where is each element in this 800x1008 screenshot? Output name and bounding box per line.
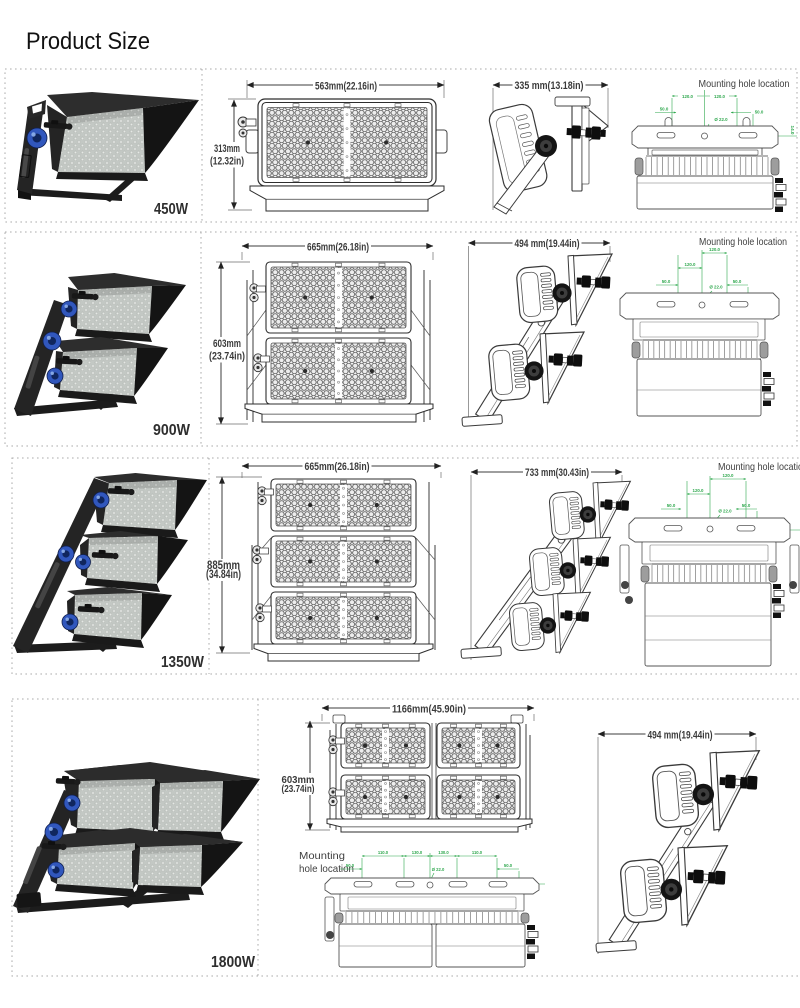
svg-text:1350W: 1350W (161, 654, 205, 671)
svg-text:Mounting: Mounting (299, 850, 345, 862)
svg-text:(23.74in): (23.74in) (209, 351, 245, 363)
svg-text:110.0: 110.0 (378, 850, 389, 855)
svg-text:120.0: 120.0 (693, 488, 705, 493)
svg-text:120.0: 120.0 (714, 94, 726, 99)
svg-text:50.0: 50.0 (662, 279, 671, 284)
svg-text:Ø 22.0: Ø 22.0 (718, 509, 732, 514)
svg-text:(34.84in): (34.84in) (206, 569, 241, 581)
svg-text:Ø 22.0: Ø 22.0 (709, 285, 723, 290)
svg-text:50.0: 50.0 (504, 863, 513, 868)
svg-text:120.0: 120.0 (685, 262, 697, 267)
svg-text:885mm: 885mm (207, 560, 240, 572)
svg-text:Mounting hole location: Mounting hole location (699, 78, 790, 90)
svg-text:50.0: 50.0 (346, 863, 355, 868)
svg-text:50.0: 50.0 (667, 503, 676, 508)
svg-text:120.0: 120.0 (723, 473, 735, 478)
svg-text:733 mm(30.43in): 733 mm(30.43in) (525, 467, 589, 479)
svg-text:665mm(26.18in): 665mm(26.18in) (305, 461, 370, 473)
svg-text:494 mm(19.44in): 494 mm(19.44in) (515, 238, 580, 250)
svg-text:110.0: 110.0 (472, 850, 483, 855)
svg-text:120.0: 120.0 (709, 247, 721, 252)
svg-text:Ø 22.0: Ø 22.0 (432, 867, 445, 872)
svg-text:Mounting hole location: Mounting hole location (718, 461, 800, 473)
svg-text:hole location: hole location (299, 863, 354, 875)
svg-text:313mm: 313mm (214, 143, 240, 155)
svg-text:50.0: 50.0 (660, 107, 669, 112)
svg-text:50.0: 50.0 (755, 110, 764, 115)
svg-text:494 mm(19.44in): 494 mm(19.44in) (648, 730, 713, 742)
svg-text:(12.32in): (12.32in) (210, 156, 244, 168)
svg-text:Mounting hole location: Mounting hole location (699, 236, 787, 248)
svg-text:603mm: 603mm (282, 774, 315, 786)
svg-text:900W: 900W (153, 422, 191, 439)
svg-text:563mm(22.16in): 563mm(22.16in) (315, 81, 377, 93)
svg-text:120.0: 120.0 (682, 94, 694, 99)
svg-text:130.0: 130.0 (412, 850, 423, 855)
svg-text:450W: 450W (154, 201, 189, 218)
svg-text:50.0: 50.0 (733, 279, 742, 284)
svg-text:335 mm(13.18in): 335 mm(13.18in) (515, 80, 584, 92)
svg-text:130.0: 130.0 (438, 850, 449, 855)
svg-text:(23.74in): (23.74in) (282, 783, 315, 795)
svg-text:14.0: 14.0 (790, 126, 795, 135)
svg-text:Ø 22.0: Ø 22.0 (714, 117, 728, 122)
svg-text:603mm: 603mm (213, 338, 241, 350)
svg-text:1800W: 1800W (211, 954, 256, 971)
svg-text:665mm(26.18in): 665mm(26.18in) (307, 242, 369, 254)
svg-text:Product Size: Product Size (26, 28, 150, 55)
svg-text:1166mm(45.90in): 1166mm(45.90in) (392, 704, 466, 716)
